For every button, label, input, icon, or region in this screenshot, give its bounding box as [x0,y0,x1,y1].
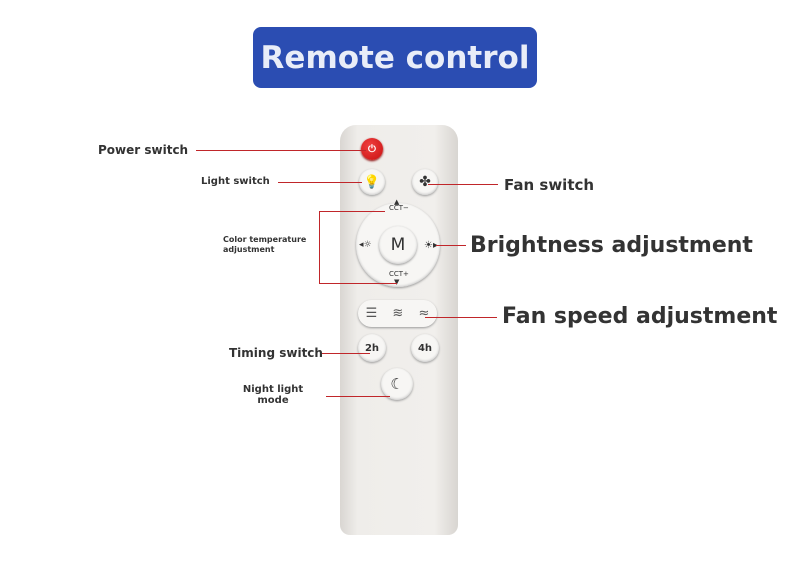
fan-speed-mid-icon[interactable]: ≋ [392,306,404,321]
label-fan-speed-adjustment: Fan speed adjustment [502,304,778,329]
brightness-up-icon[interactable]: ☀▸ [424,240,438,251]
bracket-line [319,211,320,283]
fan-button[interactable]: ✤ [412,169,438,195]
lightbulb-icon: 💡 [363,174,381,190]
leader-line [196,150,366,151]
title-banner: Remote control [253,27,537,88]
label-power-switch: Power switch [98,143,189,157]
label-color-temperature: Color temperature adjustment [223,235,307,254]
light-button[interactable]: 💡 [359,169,385,195]
fan-speed-buttons: ☰ ≋ ≈ [358,300,437,327]
remote-control [340,125,458,535]
timer-2h-button[interactable]: 2h [358,334,386,362]
fan-speed-high-icon[interactable]: ≈ [418,306,430,321]
label-brightness-adjustment: Brightness adjustment [470,233,753,258]
fan-speed-low-icon[interactable]: ☰ [365,306,378,321]
brightness-down-icon[interactable]: ◂☼ [359,240,372,250]
leader-line [278,182,362,183]
leader-line [326,396,390,397]
label-night-light-mode: Night light mode [242,384,304,406]
cct-plus-label: CCT+ [389,270,409,278]
mode-button[interactable]: M [379,226,417,264]
leader-line [319,283,397,284]
label-fan-switch: Fan switch [504,176,595,194]
timer-4h-button[interactable]: 4h [411,334,439,362]
leader-line [322,353,370,354]
arrow-up-icon[interactable]: ▲ [394,198,400,206]
cct-minus-label: CCT− [389,204,409,212]
leader-line [436,245,466,246]
moon-icon: ☾ [390,375,404,393]
fan-icon: ✤ [419,174,431,190]
label-light-switch: Light switch [201,176,270,187]
power-button[interactable]: ⏻ [361,138,383,160]
leader-line [425,317,497,318]
arrow-down-icon[interactable]: ▼ [394,278,400,286]
label-timing-switch: Timing switch [229,346,323,360]
power-icon: ⏻ [368,143,376,155]
night-light-button[interactable]: ☾ [381,368,413,400]
leader-line [319,211,385,212]
leader-line [428,184,498,185]
